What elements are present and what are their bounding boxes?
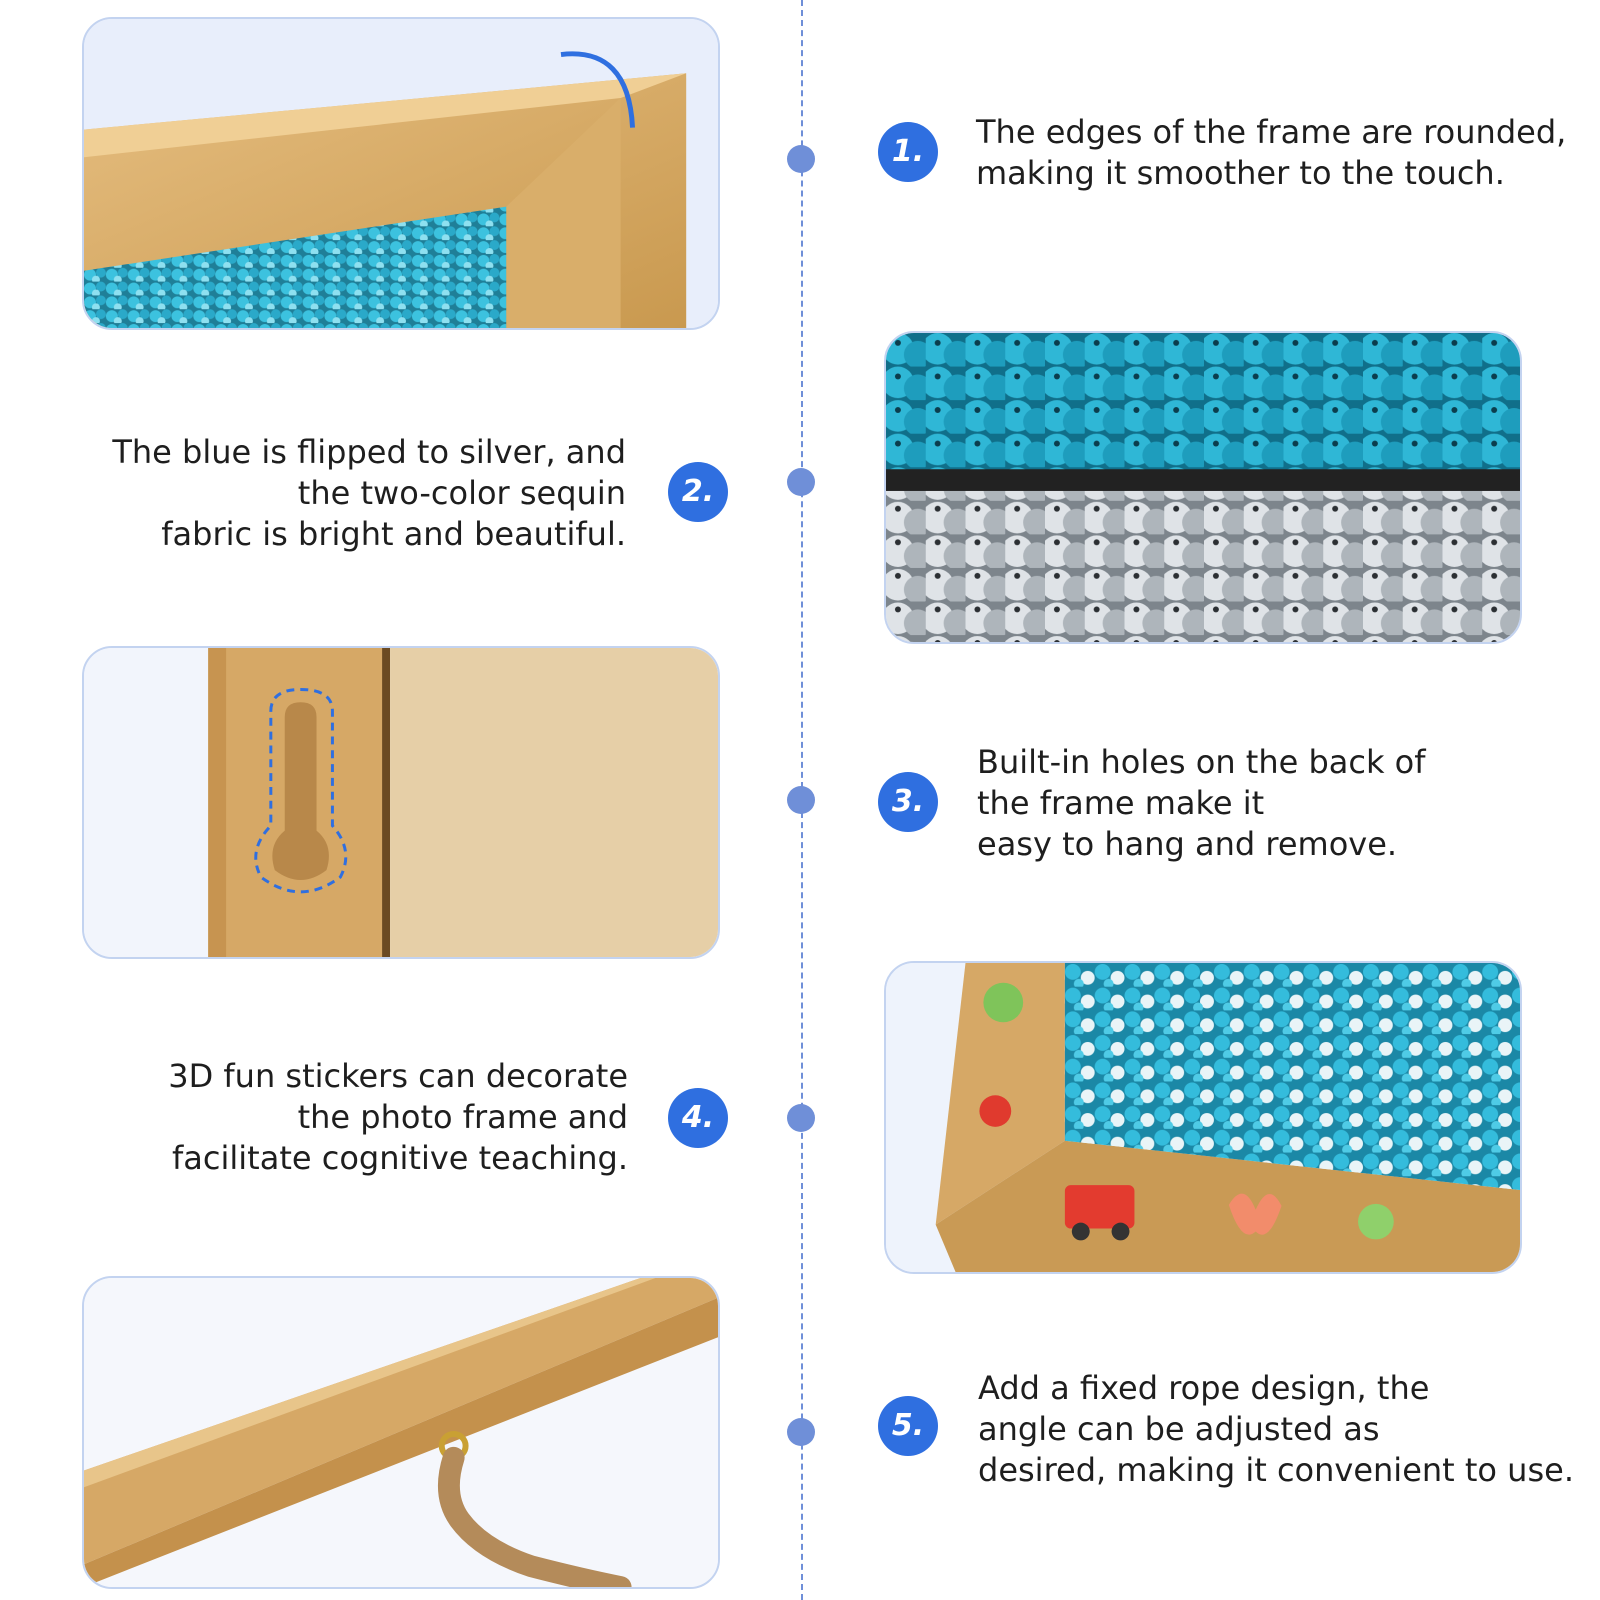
feature-number-badge-4: 4.	[668, 1088, 728, 1148]
feature-4-line: facilitate cognitive teaching.	[172, 1139, 628, 1177]
feature-2-line: The blue is flipped to silver, and	[112, 433, 626, 471]
feature-3-line: the frame make it	[977, 784, 1265, 822]
feature-2-line: the two-color sequin	[297, 474, 626, 512]
feature-3-line: easy to hang and remove.	[977, 825, 1398, 863]
timeline-dot-5	[787, 1418, 815, 1446]
feature-description-5: Add a fixed rope design, the angle can b…	[978, 1368, 1574, 1491]
rounded-frame-corner-photo	[82, 17, 720, 330]
timeline-dot-2	[787, 468, 815, 496]
feature-number-badge-2: 2.	[668, 462, 728, 522]
timeline-dot-3	[787, 786, 815, 814]
feature-1-line: The edges of the frame are rounded,	[976, 113, 1567, 151]
feature-4-line: the photo frame and	[297, 1098, 628, 1136]
feature-description-4: 3D fun stickers can decorate the photo f…	[100, 1056, 628, 1179]
feature-description-3: Built-in holes on the back of the frame …	[977, 742, 1426, 865]
feature-number-badge-5: 5.	[878, 1396, 938, 1456]
feature-number-badge-3: 3.	[878, 772, 938, 832]
feature-description-2: The blue is flipped to silver, and the t…	[100, 432, 626, 555]
feature-2-line: fabric is bright and beautiful.	[161, 515, 626, 553]
feature-5-line: Add a fixed rope design, the	[978, 1369, 1430, 1407]
feature-1-line: making it smoother to the touch.	[976, 154, 1505, 192]
feature-5-line: desired, making it convenient to use.	[978, 1451, 1574, 1489]
feature-3-line: Built-in holes on the back of	[977, 743, 1426, 781]
timeline-dot-1	[787, 145, 815, 173]
feature-description-1: The edges of the frame are rounded, maki…	[976, 112, 1566, 194]
rope-hook-photo	[82, 1276, 720, 1589]
feature-number-badge-1: 1.	[878, 122, 938, 182]
feature-4-line: 3D fun stickers can decorate	[168, 1057, 628, 1095]
sticker-frame-photo	[884, 961, 1522, 1274]
keyhole-hanger-photo	[82, 646, 720, 959]
feature-5-line: angle can be adjusted as	[978, 1410, 1380, 1448]
timeline-dot-4	[787, 1104, 815, 1132]
sequin-fabric-closeup-photo	[884, 331, 1522, 644]
